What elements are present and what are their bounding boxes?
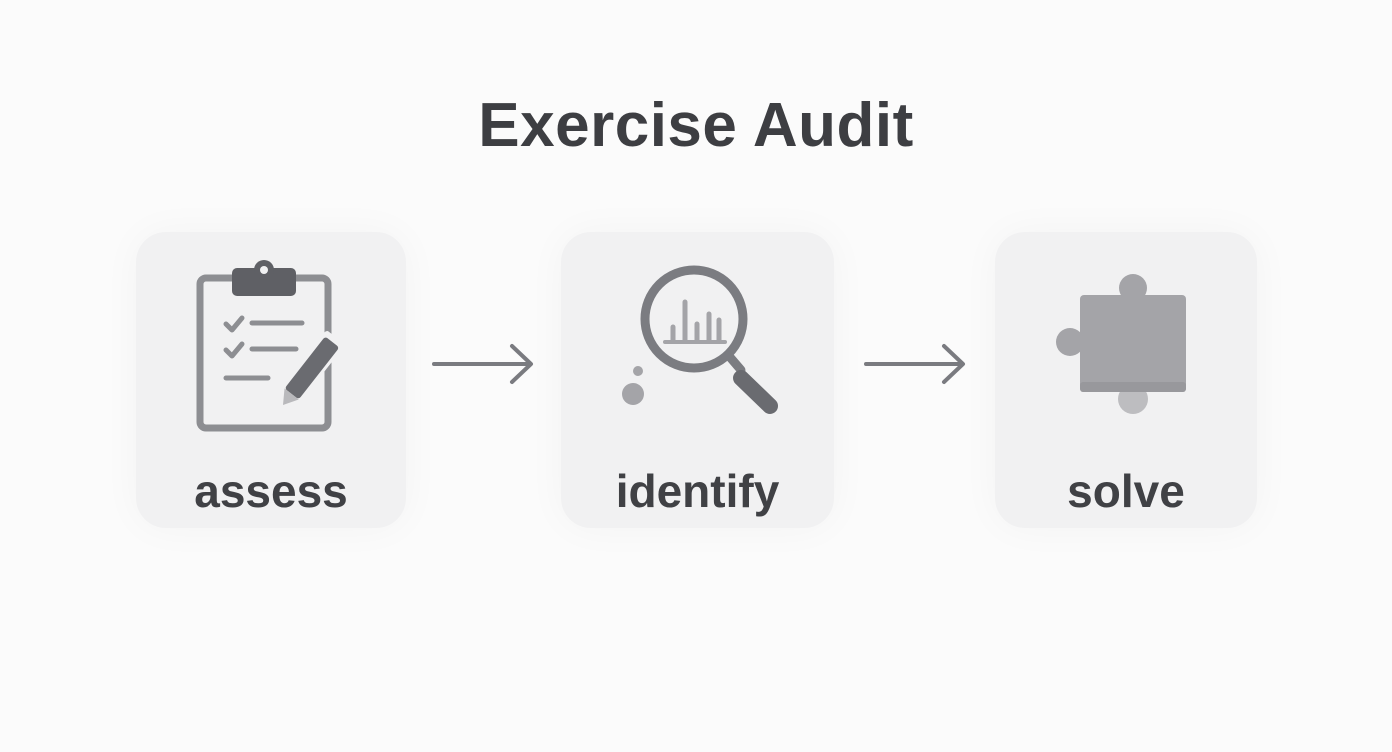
arrow-right-icon	[432, 344, 533, 384]
step-card-identify: identify	[561, 232, 834, 528]
step-label-assess: assess	[194, 465, 348, 517]
step-label-solve: solve	[1067, 465, 1185, 517]
puzzle-piece-icon	[1056, 274, 1186, 414]
step-card-assess: assess	[136, 232, 406, 528]
arrow-right-icon	[864, 344, 965, 384]
clipboard-checklist-icon	[196, 260, 345, 432]
page-title: Exercise Audit	[478, 91, 914, 160]
step-label-identify: identify	[615, 465, 780, 517]
step-card-solve: solve	[995, 232, 1257, 528]
magnifier-chart-icon	[622, 265, 778, 414]
